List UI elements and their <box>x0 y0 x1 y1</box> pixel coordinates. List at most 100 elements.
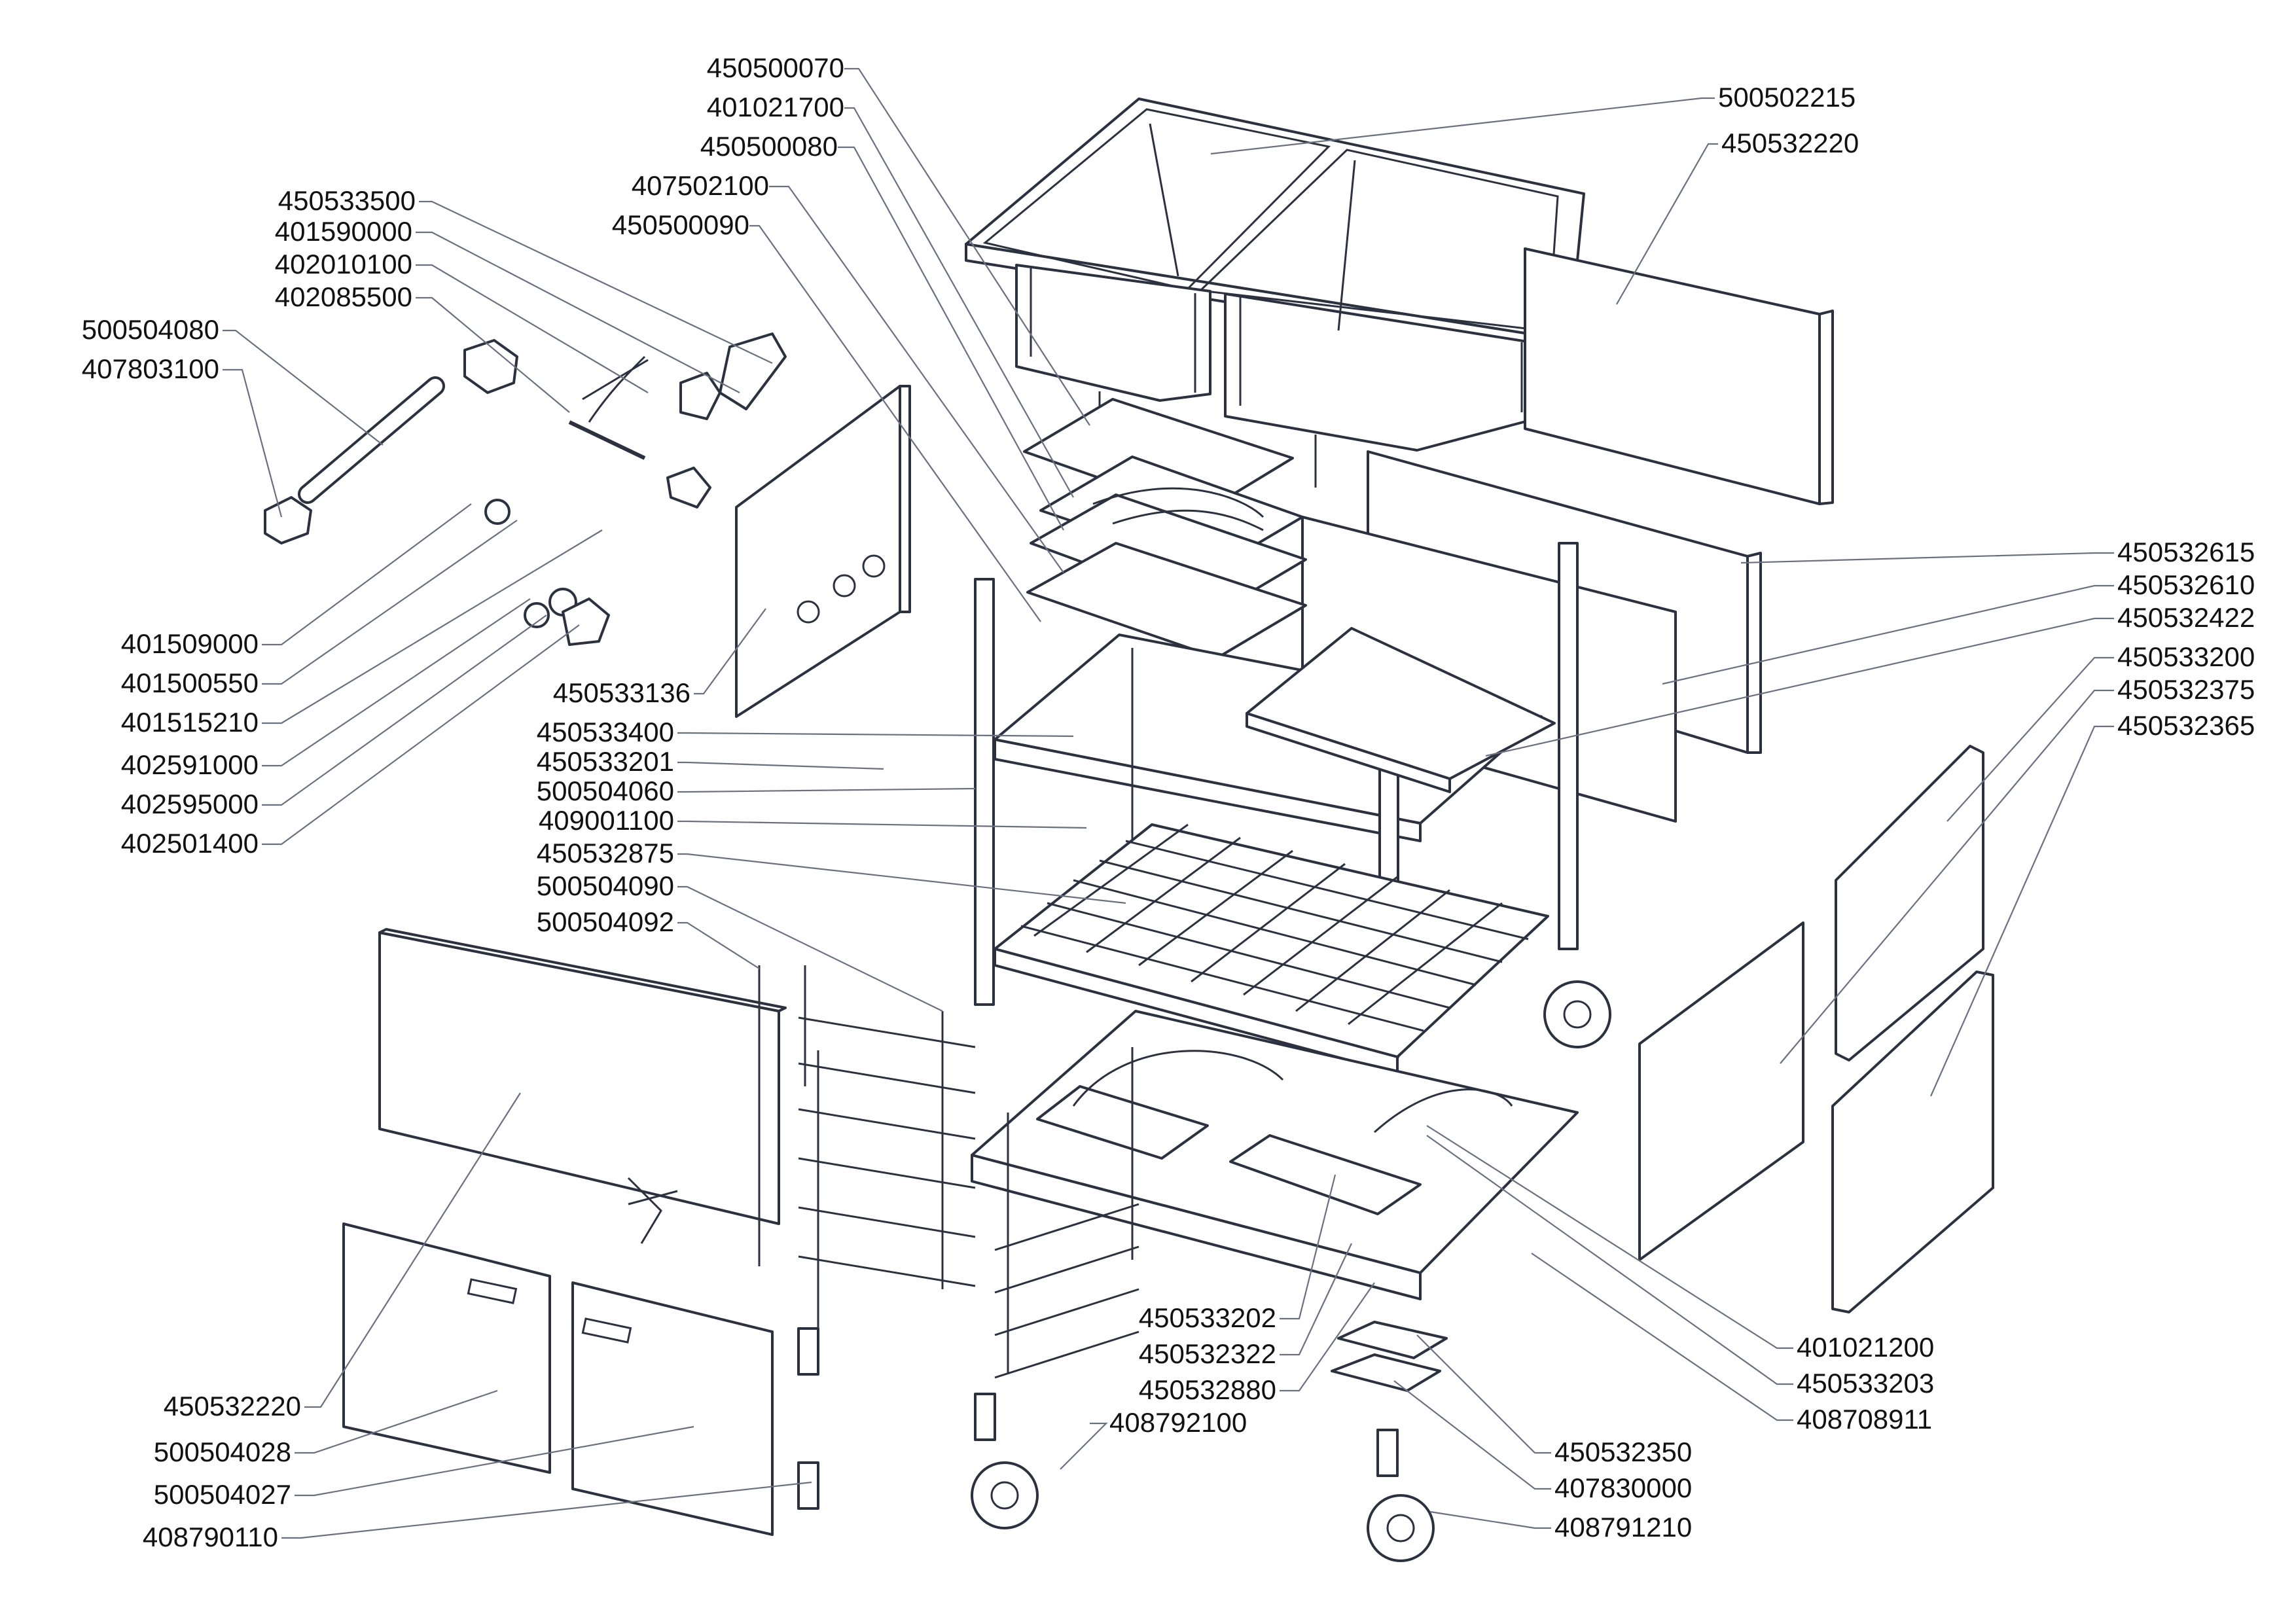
leader-L38 <box>1280 1174 1336 1320</box>
part-label-L14: 401509000 <box>121 628 259 659</box>
control-panel-bracket <box>735 385 911 718</box>
part-label-L33: 450532365 <box>2117 710 2255 741</box>
part-label-L28: 450532615 <box>2117 537 2255 567</box>
leader-L47 <box>1429 1510 1551 1529</box>
part-label-L45: 450532350 <box>1554 1436 1692 1467</box>
parts-drawing <box>264 98 1994 1562</box>
part-label-L03: 450500080 <box>700 131 838 162</box>
leader-L29 <box>1662 584 2114 685</box>
part-label-L23: 500504060 <box>537 776 674 806</box>
castor-rear-right <box>1543 980 1611 1048</box>
part-label-L12: 500504080 <box>82 314 219 345</box>
base-frame <box>971 1010 1579 1300</box>
part-label-L04: 407502100 <box>632 170 769 201</box>
leader-L41 <box>1060 1422 1108 1470</box>
leader-L45 <box>1416 1334 1551 1454</box>
leader-L02 <box>844 107 1074 498</box>
part-label-L16: 401515210 <box>121 707 259 738</box>
leader-L11 <box>416 296 570 413</box>
part-label-L41: 408792100 <box>1109 1407 1247 1438</box>
leader-L13 <box>223 368 283 518</box>
rear-panel-upper <box>1524 247 1834 505</box>
leader-L22 <box>677 761 884 770</box>
part-label-L13: 407803100 <box>82 353 219 384</box>
leader-L36 <box>295 1425 694 1497</box>
leader-L35 <box>295 1389 498 1454</box>
leader-L46 <box>1393 1380 1551 1490</box>
leader-L08 <box>419 200 773 364</box>
leader-L44 <box>1531 1253 1793 1421</box>
leader-L03 <box>838 146 1064 531</box>
leader-L37 <box>281 1481 812 1539</box>
leader-L19 <box>262 624 580 846</box>
leader-L06 <box>1210 97 1715 155</box>
heating-element-plates <box>1023 398 1307 659</box>
shelf-rails <box>627 965 1139 1379</box>
leader-L25 <box>677 853 1126 904</box>
leader-L31 <box>1946 656 2114 822</box>
leader-L40 <box>1280 1282 1375 1392</box>
part-label-L17: 402591000 <box>121 749 259 780</box>
leader-L27 <box>677 921 760 969</box>
part-label-L22: 450533201 <box>537 746 674 777</box>
part-label-L46: 407830000 <box>1554 1472 1692 1503</box>
castor-front-right <box>1367 1429 1435 1562</box>
side-panel-lower-right <box>1831 971 1994 1313</box>
part-label-L30: 450532422 <box>2117 602 2255 633</box>
part-label-L11: 402085500 <box>275 281 412 312</box>
castor-bracket <box>1331 1321 1448 1392</box>
part-label-L38: 450533202 <box>1139 1302 1276 1333</box>
side-panel-upper-right <box>1835 745 1984 1061</box>
leader-L34 <box>304 1092 521 1408</box>
part-label-L24: 409001100 <box>539 805 674 836</box>
rear-panel-lower <box>1301 516 1677 823</box>
leader-L16 <box>262 529 603 724</box>
double-sink-top <box>965 98 1585 488</box>
leader-lines <box>223 67 2114 1539</box>
part-label-L26: 500504090 <box>537 870 674 901</box>
drip-tray <box>1246 627 1556 793</box>
leader-L09 <box>416 231 740 393</box>
leader-L23 <box>677 787 976 793</box>
castor-front-left <box>971 1393 1039 1529</box>
part-label-L02: 401021700 <box>707 92 844 122</box>
door-right <box>571 1281 774 1536</box>
door-left <box>342 1222 551 1474</box>
front-panel-left <box>378 928 787 1225</box>
leader-L20 <box>694 608 766 695</box>
leader-L43 <box>1426 1135 1793 1385</box>
part-label-L37: 408790110 <box>143 1522 278 1552</box>
leader-L12 <box>223 329 384 446</box>
leader-L21 <box>677 732 1074 738</box>
leader-L33 <box>1929 725 2114 1097</box>
leader-L39 <box>1280 1243 1352 1356</box>
leader-L04 <box>769 185 1064 573</box>
part-label-L29: 450532610 <box>2117 569 2255 600</box>
leader-L32 <box>1780 689 2114 1064</box>
leader-L15 <box>262 520 518 685</box>
part-label-L42: 401021200 <box>1797 1332 1934 1363</box>
part-label-L06: 500502215 <box>1718 82 1856 113</box>
leader-L42 <box>1426 1125 1793 1349</box>
part-label-L43: 450533203 <box>1797 1368 1934 1399</box>
part-label-L19: 402501400 <box>121 828 259 859</box>
part-label-L34: 450532220 <box>164 1391 301 1421</box>
part-label-L32: 450532375 <box>2117 674 2255 705</box>
leader-L28 <box>1740 552 2114 564</box>
leader-L30 <box>1485 617 2114 757</box>
part-label-L01: 450500070 <box>707 52 844 83</box>
part-label-L44: 408708911 <box>1797 1404 1932 1435</box>
side-panel-rear <box>1638 921 1804 1261</box>
part-label-L25: 450532875 <box>537 838 674 868</box>
part-label-L35: 500504028 <box>154 1436 291 1467</box>
perforated-grid <box>994 823 1549 1075</box>
part-label-L18: 402595000 <box>121 789 259 819</box>
part-label-L05: 450500090 <box>612 209 749 240</box>
part-label-L08: 450533500 <box>278 185 416 216</box>
leader-L26 <box>677 885 943 1012</box>
door-hinges <box>797 1327 819 1510</box>
leader-L01 <box>844 67 1090 426</box>
part-label-L36: 500504027 <box>154 1479 291 1510</box>
part-label-L47: 408791210 <box>1554 1512 1692 1543</box>
